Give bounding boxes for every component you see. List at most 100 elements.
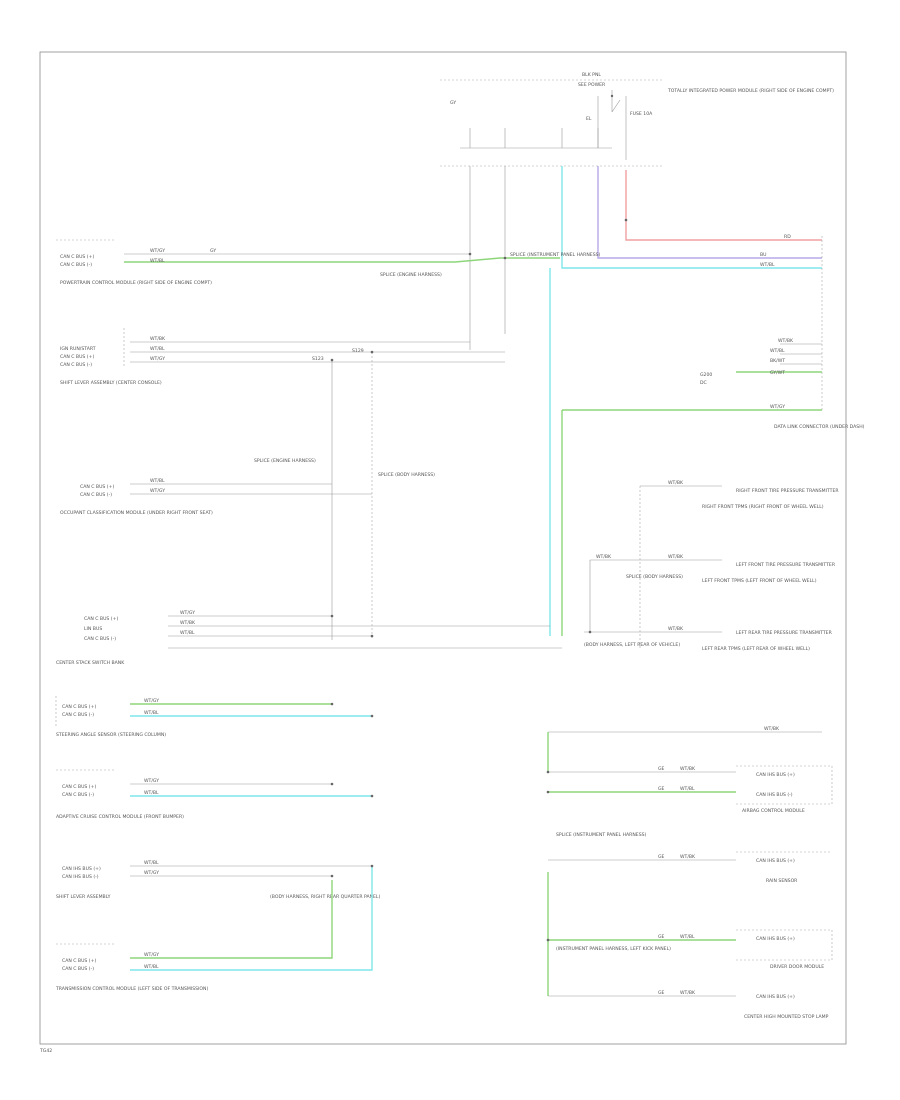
diagram-label: DC [700,380,707,386]
diagram-label: CAN IHS BUS (+) [62,866,101,872]
diagram-label: FUSE 10A [630,111,653,117]
diagram-label: CENTER HIGH MOUNTED STOP LAMP [744,1014,829,1020]
diagram-label: WT/GY [150,356,165,362]
diagram-label: WT/GY [144,698,159,704]
diagram-label: S129 [352,348,364,354]
diagram-label: (BODY HARNESS, RIGHT REAR QUARTER PANEL) [270,894,380,900]
diagram-label: CAN C BUS (-) [62,712,94,718]
diagram-label: WT/BL [150,478,165,484]
diagram-label: WT/GY [150,248,165,254]
diagram-label: WT/BK [680,766,696,772]
diagram-label: SHIFT LEVER ASSEMBLY (CENTER CONSOLE) [60,380,162,386]
diagram-label: SPLICE (INSTRUMENT PANEL HARNESS) [510,252,601,258]
hub-inset: SEE POWER [578,82,606,88]
diagram-label: GE [658,786,665,792]
diagram-label: WT/BL [144,790,159,796]
diagram-label: CENTER STACK SWITCH BANK [56,660,125,666]
wire-green-tcm [130,880,333,959]
wire-purple [597,166,822,259]
diagram-label: WT/BK [596,554,612,560]
diagram-label: LEFT REAR TPMS (LEFT REAR OF WHEEL WELL) [702,646,810,652]
hub-title: BLK PNL [582,72,601,78]
diagram-label: WT/BL [144,860,159,866]
diagram-label: RD [784,234,791,240]
wire-cyan-trunk [561,166,822,269]
diagram-label: CAN C BUS (-) [62,792,94,798]
diagram-label: WT/BK [150,336,166,342]
module-powertrain: CAN C BUS (+) CAN C BUS (-) POWERTRAIN C… [56,239,601,286]
diagram-label: WT/GY [180,610,195,616]
diagram-label: CAN C BUS (-) [84,636,116,642]
diagram-label: LEFT FRONT TIRE PRESSURE TRANSMITTER [736,562,836,568]
module-adaptive: CAN C BUS (+) CAN C BUS (-) ADAPTIVE CRU… [56,769,372,820]
diagram-label: DRIVER DOOR MODULE [770,964,824,970]
wire-cyan-tcm [130,866,373,971]
diagram-label: TRANSMISSION CONTROL MODULE (LEFT SIDE O… [55,986,208,992]
diagram-label: GY [210,248,216,254]
hub-right-note: TOTALLY INTEGRATED POWER MODULE (RIGHT S… [667,88,834,94]
diagram-label: CAN IHS BUS (-) [756,792,793,798]
wire-green-pcm [124,257,560,263]
diagram-label: CAN C BUS (+) [60,254,94,260]
diagram-label: RAIN SENSOR [766,878,798,884]
diagram-label: CAN IHS BUS (+) [756,772,795,778]
diagram-label: CAN IHS BUS (-) [62,874,99,880]
diagram-label: WT/BL [680,934,695,940]
diagram-label: GE [658,990,665,996]
diagram-label: RIGHT FRONT TIRE PRESSURE TRANSMITTER [736,488,839,494]
hub-pin-label: GY [450,100,456,106]
diagram-label: (INSTRUMENT PANEL HARNESS, LEFT KICK PAN… [556,946,671,952]
module-shift-lever: CAN IHS BUS (+) CAN IHS BUS (-) SHIFT LE… [56,860,380,900]
diagram-label: WT/BK [764,726,780,732]
diagram-label: BK/WT [770,358,785,364]
diagram-label: CAN IHS BUS (+) [756,936,795,942]
module-transmission: CAN C BUS (+) CAN C BUS (-) TRANSMISSION… [55,866,373,992]
diagram-label: WT/BL [760,262,775,268]
diagram-label: WT/GY [144,870,159,876]
diagram-label: WT/BL [770,348,785,354]
hub-block: BLK PNL SEE POWER EL TOTALLY INTEGRATED … [440,72,834,167]
diagram-label: OCCUPANT CLASSIFICATION MODULE (UNDER RI… [60,510,213,516]
diagram-label: CAN C BUS (-) [62,966,94,972]
diagram-label: WT/GY [144,778,159,784]
module-shifter: IGN RUN/START CAN C BUS (+) CAN C BUS (-… [60,328,505,386]
diagram-label: WT/BK [778,338,794,344]
diagram-label: WT/BL [150,258,165,264]
diagram-label: WT/GY [770,404,785,410]
diagram-label: CAN C BUS (+) [84,616,118,622]
lower-right-group: WT/BK GE WT/BK GE WT/BL CAN IHS BUS (+) … [547,726,833,1020]
diagram-label: LIN BUS [84,626,102,632]
module-steering: CAN C BUS (+) CAN C BUS (-) STEERING ANG… [55,696,372,738]
tpms-group: WT/BK RIGHT FRONT TIRE PRESSURE TRANSMIT… [584,480,839,652]
diagram-label: SHIFT LEVER ASSEMBLY [56,894,111,900]
diagram-label: GE [658,934,665,940]
diagram-label: WT/BL [150,346,165,352]
diagram-label: WT/GY [150,488,165,494]
diagram-label: WT/BK [668,480,684,486]
diagram-label: STEERING ANGLE SENSOR (STEERING COLUMN) [56,732,166,738]
diagram-label: WT/BL [180,630,195,636]
diagram-label: WT/BK [668,554,684,560]
diagram-label: DATA LINK CONNECTOR (UNDER DASH) [774,424,865,430]
diagram-label: WT/BK [680,854,696,860]
hub-label-note: EL [586,116,592,122]
diagram-label: SPLICE (ENGINE HARNESS) [254,458,316,464]
diagram-label: CAN C BUS (-) [60,262,92,268]
diagram-label: RIGHT FRONT TPMS (RIGHT FRONT OF WHEEL W… [702,504,824,510]
module-center-stack: CAN C BUS (+) LIN BUS CAN C BUS (-) CENT… [56,610,562,666]
diagram-label: GE [658,766,665,772]
diagram-label: CAN C BUS (+) [60,354,94,360]
diagram-label: SPLICE (BODY HARNESS) [378,472,435,478]
diagram-label: CAN IHS BUS (+) [756,994,795,1000]
diagram-label: CAN C BUS (+) [62,784,96,790]
diagram-label: WT/GY [144,952,159,958]
diagram-label: IGN RUN/START [60,346,96,352]
diagram-label: WT/BK [180,620,196,626]
diagram-label: WT/BL [144,964,159,970]
diagram-label: G200 [700,372,712,378]
diagram-label: GY/WT [770,370,785,376]
module-occupant: CAN C BUS (+) CAN C BUS (-) OCCUPANT CLA… [60,458,435,516]
diagram-label: WT/BL [680,786,695,792]
diagram-label: CAN C BUS (-) [60,362,92,368]
diagram-label: POWERTRAIN CONTROL MODULE (RIGHT SIDE OF… [60,280,212,286]
